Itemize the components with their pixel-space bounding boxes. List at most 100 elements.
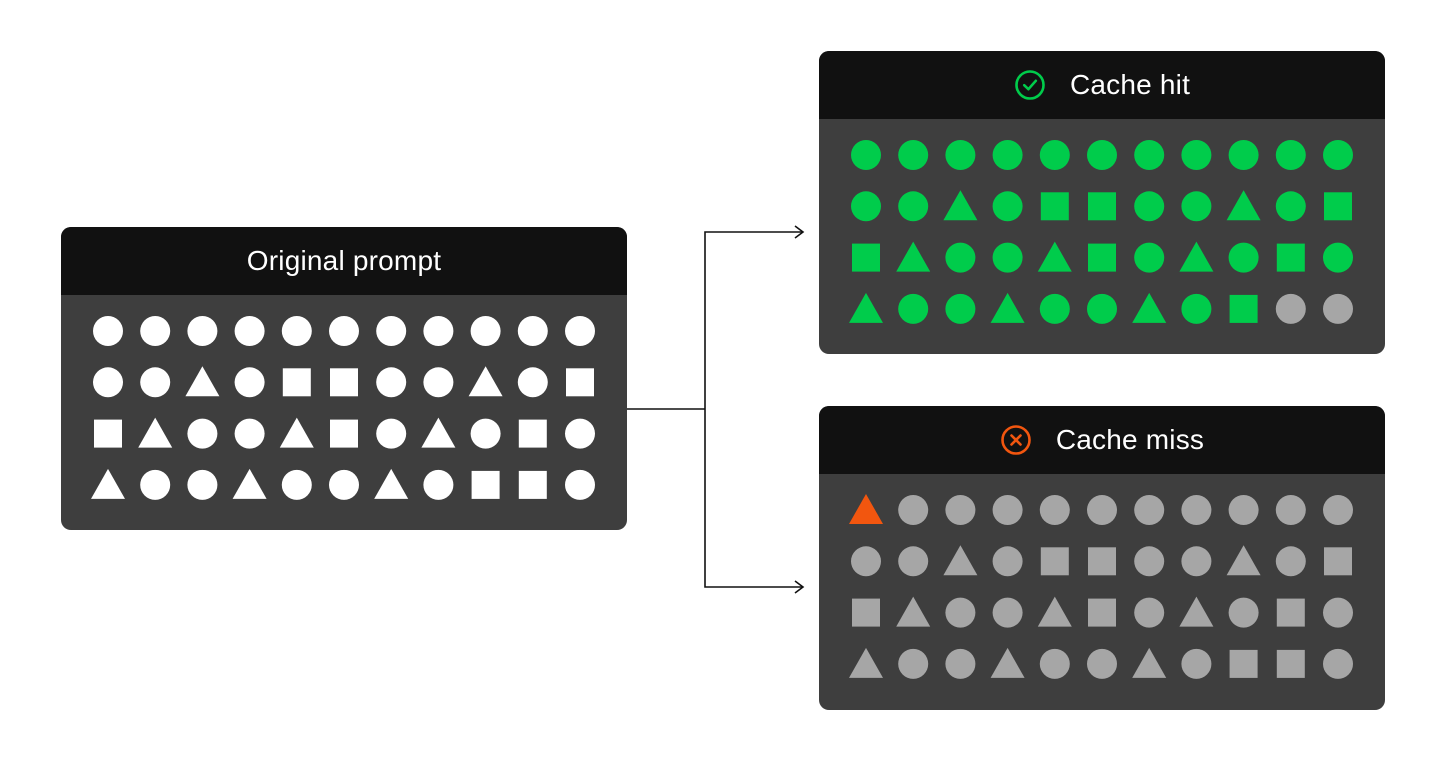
original-token-circle [329, 469, 359, 500]
miss-token-triangle [1226, 545, 1261, 576]
miss-token-triangle [943, 545, 978, 576]
original-token-circle [376, 367, 407, 398]
miss-token-circle [1275, 546, 1306, 577]
hit-token-circle [1323, 242, 1353, 273]
original-token-circle [423, 316, 454, 346]
miss-token-circle [945, 597, 976, 628]
hit-token-triangle [943, 190, 978, 221]
cache-miss-token-grid [849, 494, 1353, 679]
original-prompt-title: Original prompt [246, 245, 442, 276]
cache-hit-panel: Cache hit [819, 51, 1385, 354]
original-token-circle [234, 316, 265, 346]
miss-token-circle [1134, 495, 1165, 525]
original-token-circle [187, 316, 218, 346]
original-token-square [518, 419, 547, 448]
hit-token-triangle [896, 241, 931, 272]
original-token-square [282, 368, 311, 397]
hit-token-circle [898, 293, 929, 324]
original-token-circle [187, 418, 218, 449]
hit-token-circle [898, 140, 929, 170]
original-token-square [330, 419, 358, 448]
hit-token-circle [851, 140, 881, 170]
hit-token-circle [1087, 293, 1117, 324]
hit-token-circle [1134, 191, 1165, 222]
hit-token-circle [1181, 293, 1212, 324]
original-token-circle [517, 367, 548, 398]
hit-token-triangle [1132, 292, 1167, 323]
miss-token-triangle [990, 647, 1025, 678]
miss-token-circle [1275, 495, 1306, 525]
hit-token-circle [945, 140, 976, 170]
miss-token-circle [1181, 495, 1212, 525]
original-token-circle [140, 367, 171, 398]
hit-token-circle [1181, 191, 1212, 222]
original-token-triangle [421, 417, 456, 448]
hit-token-circle [1275, 191, 1306, 222]
hit-token-circle [1134, 140, 1165, 170]
cache-hit-token-grid [849, 140, 1353, 324]
hit-token-square [1088, 243, 1116, 272]
miss-token-triangle [849, 647, 883, 678]
miss-token-circle [992, 495, 1023, 525]
miss-token-circle [1181, 648, 1212, 679]
miss-token-triangle [1132, 647, 1167, 678]
miss-token-circle [1134, 597, 1165, 628]
hit-token-circle [851, 191, 881, 222]
original-token-triangle [468, 366, 503, 397]
hit-token-square [1040, 192, 1069, 221]
miss-token-circle [992, 546, 1023, 577]
hit-token-circle [992, 140, 1023, 170]
original-token-circle [470, 418, 501, 449]
original-token-circle [93, 367, 123, 398]
original-token-square [94, 419, 122, 448]
hit-token-triangle [990, 292, 1025, 323]
miss-token-circle [1323, 495, 1353, 525]
cache-hit-header: Cache hit [819, 51, 1385, 119]
miss-token-circle [1181, 546, 1212, 577]
cache-miss-header: Cache miss [819, 406, 1385, 474]
miss-token-square [1088, 547, 1116, 576]
cache-miss-panel: Cache miss [819, 406, 1385, 710]
original-token-circle [565, 469, 595, 500]
hit-token-triangle [1226, 190, 1261, 221]
miss-token-circle [898, 495, 929, 525]
original-token-circle [565, 316, 595, 346]
hit-token-square [1276, 243, 1305, 272]
miss-token-triangle [1179, 596, 1214, 627]
hit-token-circle [1275, 140, 1306, 170]
hit-token-circle [1275, 293, 1306, 324]
original-token-circle [329, 316, 359, 346]
original-token-circle [565, 418, 595, 449]
original-token-square [566, 368, 594, 397]
hit-token-square [1324, 192, 1352, 221]
hit-token-circle [992, 242, 1023, 273]
hit-token-circle [1039, 293, 1070, 324]
hit-token-square [1229, 294, 1258, 323]
original-token-circle [281, 316, 312, 346]
original-token-triangle [138, 417, 173, 448]
hit-token-circle [992, 191, 1023, 222]
cache-miss-title: Cache miss [1055, 424, 1205, 455]
miss-token-circle [898, 648, 929, 679]
hit-token-circle [1323, 293, 1353, 324]
original-token-circle [234, 367, 265, 398]
original-token-square [330, 368, 358, 397]
original-token-square [518, 470, 547, 499]
arrowhead-hit [794, 225, 805, 239]
miss-token-circle [1228, 495, 1259, 525]
miss-token-square [1040, 547, 1069, 576]
original-token-triangle [232, 468, 267, 499]
original-token-circle [140, 316, 171, 346]
miss-token-triangle [1037, 596, 1072, 627]
hit-token-triangle [1037, 241, 1072, 272]
miss-token-triangle [849, 494, 883, 524]
miss-token-square [1229, 649, 1258, 678]
original-token-circle [140, 469, 171, 500]
hit-token-triangle [849, 292, 883, 323]
miss-token-circle [1087, 495, 1117, 525]
hit-token-circle [1039, 140, 1070, 170]
hit-token-circle [1134, 242, 1165, 273]
hit-token-circle [898, 191, 929, 222]
miss-token-circle [1228, 597, 1259, 628]
